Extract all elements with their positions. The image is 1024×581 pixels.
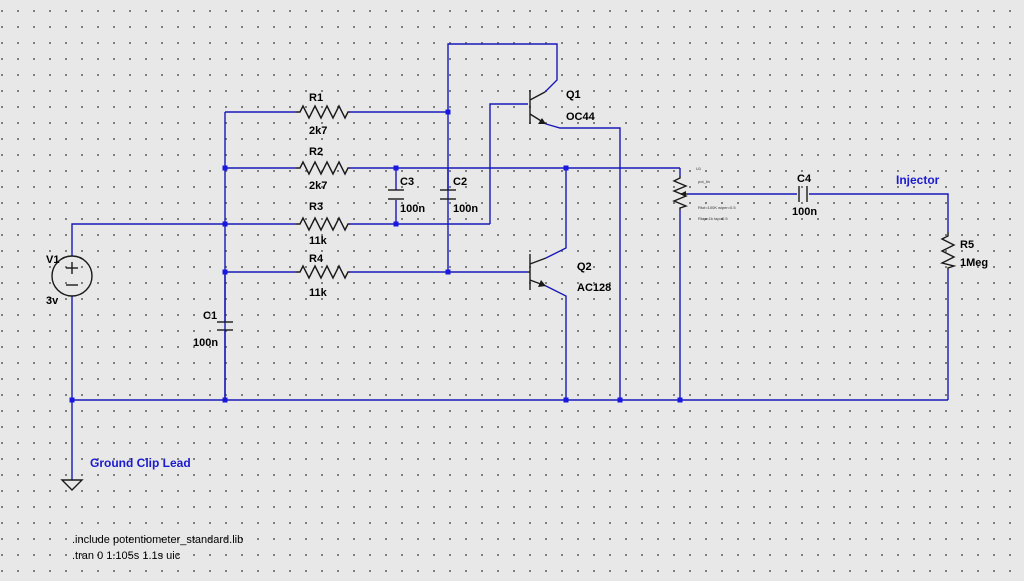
potentiometer-u1-arrow <box>680 191 686 197</box>
wire-r3-left <box>71 223 296 256</box>
capacitor-c2-value: 100n <box>453 203 478 215</box>
junction <box>445 109 451 115</box>
net-label-ground-clip-lead[interactable]: Ground Clip Lead <box>90 456 191 470</box>
resistor-r1-symbol <box>296 104 350 120</box>
spice-directive-tran[interactable]: .tran 0 1.105s 1.1s uic <box>72 550 181 562</box>
junction <box>563 397 569 403</box>
transistor-q1-ref: Q1 <box>566 89 581 101</box>
net-label-injector[interactable]: Injector <box>896 173 940 187</box>
junction <box>393 165 399 171</box>
resistor-r5-symbol <box>939 232 957 270</box>
potentiometer-u1-model: pot_lin <box>698 179 710 184</box>
junction <box>617 397 623 403</box>
resistor-r4-symbol <box>296 264 350 280</box>
ground-symbol <box>60 479 84 491</box>
resistor-r1-ref: R1 <box>309 92 323 104</box>
wire-q1-emitter <box>545 123 621 400</box>
resistor-r4-ref: R4 <box>309 253 324 265</box>
capacitor-c2[interactable]: C2 100n <box>440 176 478 215</box>
potentiometer-u1-symbol <box>672 176 688 210</box>
resistor-r2[interactable]: R2 2k7 <box>296 146 350 192</box>
resistor-r1-value: 2k7 <box>309 125 327 137</box>
capacitor-c4[interactable]: C4 100n <box>792 173 817 218</box>
transistor-q2-arrow <box>538 280 546 287</box>
resistor-r2-symbol <box>296 160 350 176</box>
wire-q2-collector <box>545 168 567 259</box>
resistor-r2-value: 2k7 <box>309 180 327 192</box>
capacitor-c1[interactable]: C1 100n <box>193 310 233 400</box>
resistor-r3-value: 11k <box>309 235 328 247</box>
capacitor-c4-ref: C4 <box>797 173 812 185</box>
wire-q1-base <box>489 103 528 224</box>
transistor-q1-collector-leg <box>529 91 546 101</box>
transistor-q1-value: OC44 <box>566 111 596 123</box>
resistor-r5-ref: R5 <box>960 239 974 251</box>
wire-c4-injector <box>809 193 949 232</box>
potentiometer-u1-params1: Rtot=100K wiper=0.5 <box>698 205 736 210</box>
junction <box>69 397 75 403</box>
capacitor-c3[interactable]: C3 100n <box>388 176 425 215</box>
junction <box>563 165 569 171</box>
wire-q1-collector <box>447 43 558 112</box>
capacitor-c3-value: 100n <box>400 203 425 215</box>
voltage-source-v1-ref: V1 <box>46 254 59 266</box>
voltage-source-v1[interactable]: V1 3v <box>46 254 93 307</box>
resistor-r2-ref: R2 <box>309 146 323 158</box>
capacitor-c4-value: 100n <box>792 206 817 218</box>
resistor-r3[interactable]: R3 11k <box>296 201 350 247</box>
resistor-r4[interactable]: R4 11k <box>296 253 350 299</box>
junction <box>393 221 399 227</box>
capacitor-c3-ref: C3 <box>400 176 414 188</box>
transistor-q1-arrow <box>538 118 546 124</box>
resistor-r5[interactable]: R5 1Meg <box>939 232 988 270</box>
resistor-r5-value: 1Meg <box>960 257 988 269</box>
transistor-q2-ref: Q2 <box>577 261 592 273</box>
capacitor-c1-value: 100n <box>193 337 218 349</box>
junctions <box>69 109 683 403</box>
resistor-r1[interactable]: R1 2k7 <box>296 92 350 137</box>
transistor-q1[interactable]: Q1 OC44 <box>529 89 596 125</box>
potentiometer-u1-params2: Rtap=1k tap=0.5 <box>698 216 728 221</box>
voltage-source-v1-body <box>51 255 93 297</box>
junction <box>677 397 683 403</box>
capacitor-c1-ref: C1 <box>203 310 217 322</box>
wire-q2-emitter <box>545 285 567 400</box>
capacitor-c2-ref: C2 <box>453 176 467 188</box>
resistor-r3-symbol <box>296 216 350 232</box>
junction <box>222 269 228 275</box>
junction <box>222 221 228 227</box>
junction <box>445 269 451 275</box>
spice-directive-include[interactable]: .include potentiometer_standard.lib <box>72 534 243 546</box>
ground-icon <box>60 479 84 491</box>
resistor-r4-value: 11k <box>309 287 328 299</box>
potentiometer-u1-ref: U1 <box>696 166 702 171</box>
transistor-q2-value: AC128 <box>577 282 611 294</box>
potentiometer-u1[interactable]: U1 pot_lin Rtot=100K wiper=0.5 Rtap=1k t… <box>672 166 736 221</box>
voltage-source-v1-value: 3v <box>46 295 59 307</box>
junction <box>222 165 228 171</box>
wires <box>71 43 949 480</box>
transistor-q2[interactable]: Q2 AC128 <box>528 254 611 294</box>
transistor-q2-collector-leg <box>529 257 547 265</box>
resistor-r3-ref: R3 <box>309 201 323 213</box>
